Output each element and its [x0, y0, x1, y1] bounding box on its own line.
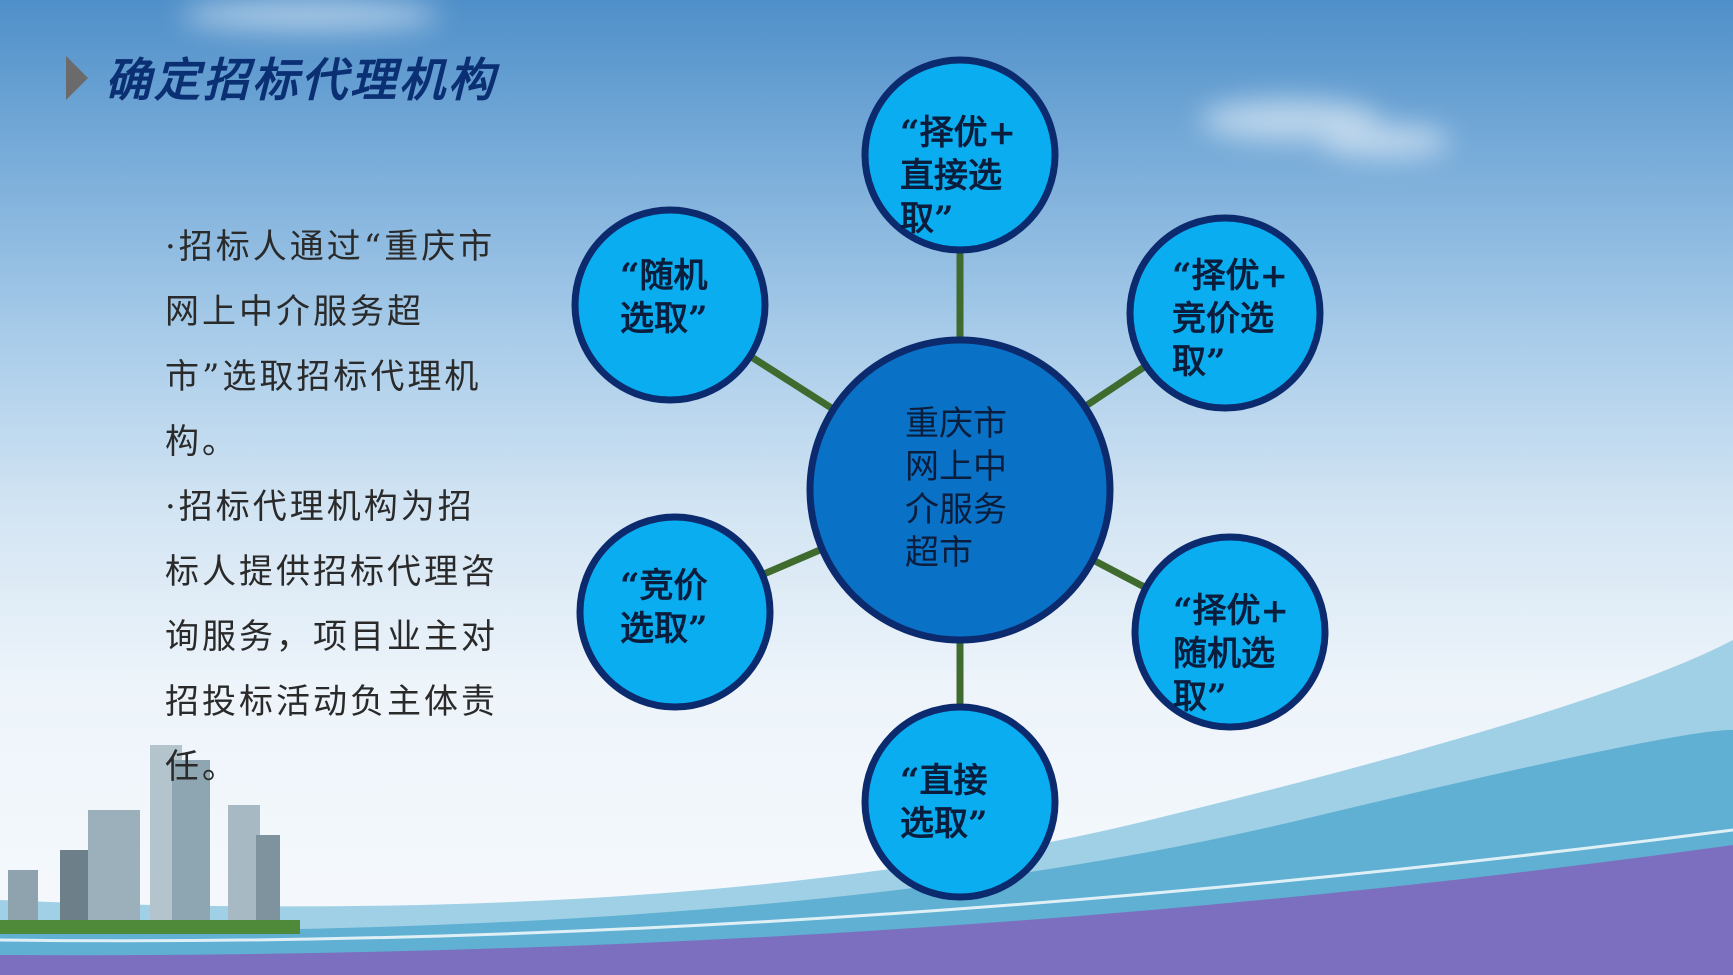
hub-label: 重庆市网上中介服务超市: [905, 403, 1007, 575]
node-label-lower-right-line: “择优+: [1173, 591, 1290, 631]
hub-label-line: 网上中: [905, 447, 1007, 487]
hub-label-line: 重庆市: [905, 404, 1007, 444]
node-label-bottom-line: “直接: [900, 761, 988, 801]
node-label-lower-left-line: 选取”: [620, 609, 708, 649]
node-label-upper-right-line: “择优+: [1172, 256, 1289, 296]
node-label-upper-left: “随机选取”: [620, 255, 708, 341]
hub-label-line: 介服务: [905, 490, 1007, 530]
node-label-upper-right-line: 竞价选: [1172, 299, 1274, 339]
body-text: ·招标人通过“重庆市网上中介服务超市”选取招标代理机构。 ·招标代理机构为招标人…: [165, 215, 510, 800]
node-label-top-line: 直接选: [900, 156, 1002, 196]
node-label-upper-left-line: “随机: [620, 256, 708, 296]
title-marker-icon: [66, 56, 88, 100]
hub-label-line: 超市: [905, 533, 973, 573]
node-circle-upper-left: [571, 206, 769, 404]
city-skyline-illustration: [0, 745, 300, 934]
node-label-upper-right-line: 取”: [1172, 342, 1226, 382]
node-circle-top: [861, 56, 1059, 254]
node-label-upper-left-line: 选取”: [620, 299, 708, 339]
node-circle-bottom: [861, 703, 1059, 901]
node-label-upper-right: “择优+竞价选取”: [1172, 255, 1288, 384]
node-circle-lower-right: [1131, 533, 1329, 731]
node-label-top: “择优+直接选取”: [900, 112, 1016, 241]
node-circle-upper-right: [1126, 214, 1324, 412]
node-label-lower-right: “择优+随机选取”: [1173, 590, 1289, 719]
node-label-lower-right-line: 随机选: [1173, 634, 1275, 674]
node-label-lower-right-line: 取”: [1173, 677, 1227, 717]
bullet-paragraph-1: ·招标人通过“重庆市网上中介服务超市”选取招标代理机构。: [165, 227, 496, 462]
node-label-bottom-line: 选取”: [900, 804, 988, 844]
node-label-top-line: 取”: [900, 199, 954, 239]
node-circle-lower-left: [576, 513, 774, 711]
slide-title: 确定招标代理机构: [105, 53, 497, 107]
bullet-paragraph-2: ·招标代理机构为招标人提供招标代理咨询服务，项目业主对招投标活动负主体责任。: [165, 487, 498, 787]
node-label-lower-left-line: “竞价: [620, 566, 708, 606]
hub-circle: [806, 336, 1114, 644]
node-label-bottom: “直接选取”: [900, 760, 988, 846]
node-label-lower-left: “竞价选取”: [620, 565, 708, 651]
node-label-top-line: “择优+: [900, 113, 1017, 153]
